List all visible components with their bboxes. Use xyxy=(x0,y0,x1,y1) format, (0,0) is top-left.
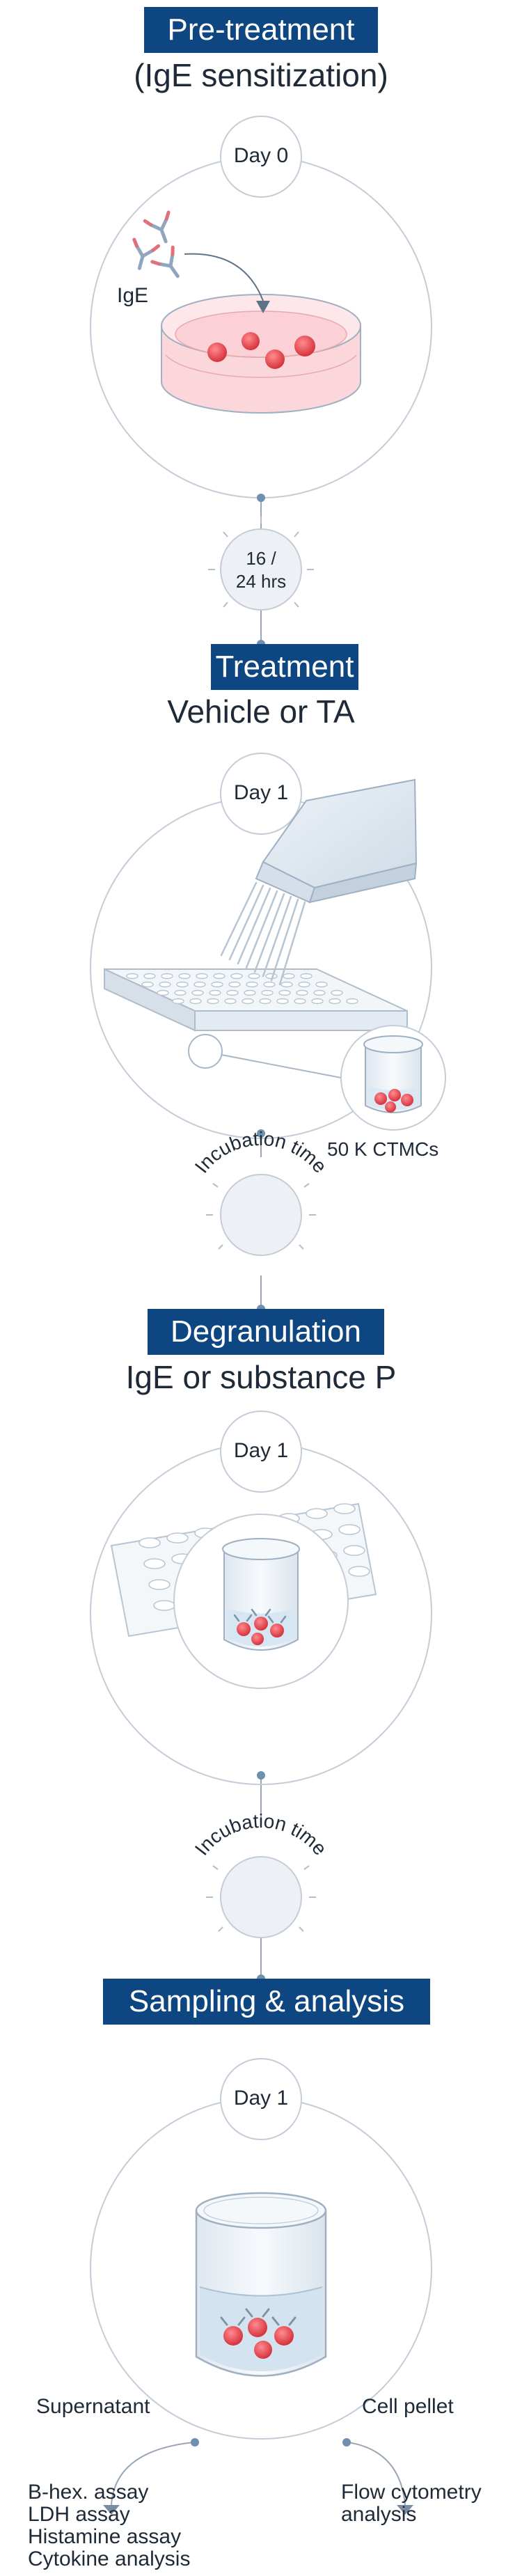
step3-day-bubble xyxy=(220,1411,302,1493)
assay-item: Cytokine analysis xyxy=(28,2547,191,2570)
well-tube-icon xyxy=(363,1035,423,1113)
supernatant-arrowhead xyxy=(103,2505,120,2515)
ige-arrow-icon xyxy=(184,253,270,313)
step1-day-bubble xyxy=(220,116,302,198)
interval-line1: 16 / xyxy=(246,548,276,569)
supernatant-dot xyxy=(191,2438,199,2447)
step2-subtitle: Vehicle or TA xyxy=(167,693,355,730)
step3-day-label: Day 1 xyxy=(233,1439,289,1462)
well-tube-icon xyxy=(222,1538,300,1651)
step3-title-banner: Degranulation xyxy=(148,1309,384,1355)
interval-line2: 24 hrs xyxy=(235,571,287,592)
incubation-ticks-2 xyxy=(206,1865,316,1932)
ctmc-label: 50 K CTMCs xyxy=(327,1138,439,1160)
step1-subtitle: (IgE sensitization) xyxy=(134,57,388,93)
step4-title-banner: Sampling & analysis xyxy=(103,1979,430,2025)
assay-item: B-hex. assay xyxy=(28,2481,149,2504)
supernatant-label: Supernatant xyxy=(36,2395,150,2418)
interval-bubble xyxy=(220,528,302,611)
step2-day-label: Day 1 xyxy=(233,781,289,804)
connector-dot xyxy=(257,1129,265,1138)
assay-item: Histamine assay xyxy=(28,2525,182,2548)
incubation-bubble-2 xyxy=(220,1856,302,1938)
cell-pellet-dot xyxy=(342,2438,351,2447)
step2-day-bubble xyxy=(220,753,302,835)
step4-day-label: Day 1 xyxy=(233,2087,289,2110)
cell-pellet-label: Cell pellet xyxy=(362,2395,454,2418)
petri-dish-icon xyxy=(161,294,361,414)
interval-ticks xyxy=(208,517,314,608)
sample-tube-icon xyxy=(195,2192,327,2377)
incubation-text-2: Incubation time xyxy=(191,1810,331,1860)
branch-arrows xyxy=(111,2442,406,2506)
zoom-indicator xyxy=(188,1034,342,1078)
step3-subtitle: IgE or substance P xyxy=(125,1359,397,1395)
connector-dot xyxy=(257,494,265,502)
flow-cytometry-line2: analysis xyxy=(341,2503,417,2526)
well-plate-icon xyxy=(104,968,408,1032)
step1-day-label: Day 0 xyxy=(233,144,289,167)
flow-cytometry-line1: Flow cytometry xyxy=(341,2481,482,2504)
assay-item: LDH assay xyxy=(28,2503,130,2526)
incubation-ticks-1 xyxy=(206,1183,316,1250)
ige-antibody-icon xyxy=(132,210,180,278)
multichannel-pipette-icon xyxy=(220,778,418,986)
step4-day-bubble xyxy=(220,2058,302,2140)
incubation-bubble-1 xyxy=(220,1174,302,1256)
step1-title-banner: Pre-treatment xyxy=(144,7,378,53)
connector-dot xyxy=(257,1771,265,1780)
ige-label: IgE xyxy=(117,284,149,307)
cell-pellet-arrowhead xyxy=(397,2505,413,2515)
step2-title-banner: Treatment xyxy=(211,644,358,690)
